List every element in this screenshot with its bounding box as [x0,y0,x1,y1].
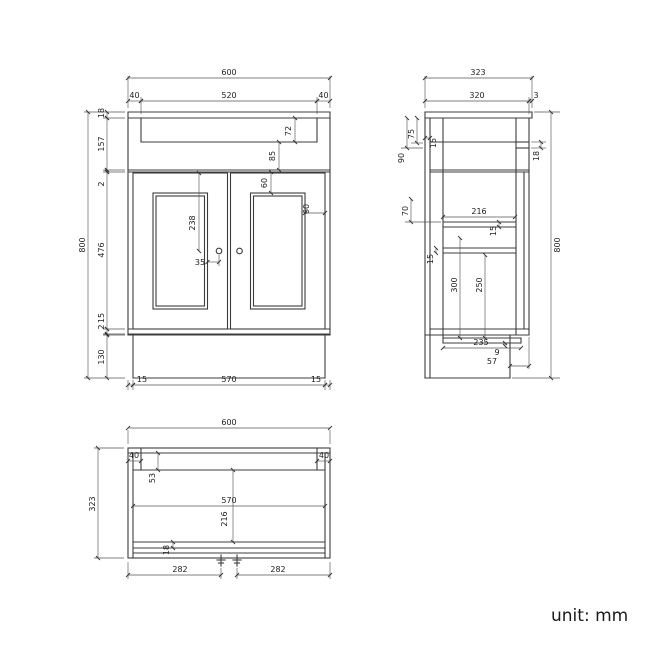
side-view: 323 320 3 800 18 75 15 90 70 216 15 15 3… [397,68,562,381]
door-handle-knob [236,247,243,255]
dim-front-gap-top: 2 [97,181,106,186]
dim-side-300: 300 [450,277,459,292]
dim-front-worktop-center: 520 [221,91,236,100]
dim-front-apron-total: 157 [97,136,106,151]
dim-side-bottom-depth: 235 [473,338,488,347]
dim-side-9: 9 [494,348,499,357]
dim-plan-basin-depth: 216 [220,511,229,526]
dim-side-250: 250 [475,277,484,292]
dim-front-handle-inset: 35 [195,258,205,267]
dim-front-plinth-height: 130 [97,349,106,364]
dim-front-handle-drop: 238 [188,215,197,230]
dim-plan-side-left: 40 [129,451,139,460]
dim-front-basin-recess: 72 [284,126,293,136]
dim-plan-overall-width: 600 [221,418,236,427]
dim-side-90: 90 [397,153,406,163]
dim-side-rail-thickness: 15 [489,226,498,236]
door-handle-plan-symbol-left [216,554,226,567]
dim-front-worktop-right: 40 [318,91,328,100]
door-handle-plan-symbol-right [232,554,242,567]
dim-side-overall-depth: 323 [470,68,485,77]
plan-cabinet-outline [127,447,331,559]
dim-side-75: 75 [407,129,416,139]
dim-plan-overall-depth: 323 [88,496,97,511]
dim-front-apron-lower: 85 [268,151,277,161]
dim-front-worktop-left: 40 [129,91,139,100]
dim-front-bottom-rail: 15 [97,313,106,323]
dim-front-worktop-thickness: 18 [97,108,106,118]
side-cabinet-outline [424,111,533,379]
dim-plan-inner-width: 570 [221,496,236,505]
dim-side-plinth-recess: 57 [487,357,497,366]
dim-side-overall-height: 800 [553,237,562,252]
dim-plan-side-right: 40 [319,451,329,460]
dim-plan-front-rail: 18 [162,545,171,555]
unit-label: unit: mm [551,606,629,626]
dim-front-overall-width: 600 [221,68,236,77]
dim-side-shelf-depth: 216 [471,207,486,216]
dim-front-door-top-rail: 60 [260,178,269,188]
front-view: 600 40 520 40 800 18 157 2 476 15 2 130 … [78,68,333,390]
dim-front-door-stile: 60 [302,204,311,214]
dim-plan-handle-right-span: 282 [270,565,285,574]
dim-front-gap-bottom: 2 [97,324,106,329]
plan-dimensions [94,425,333,579]
dim-front-plinth-width: 570 [221,375,236,384]
door-handle-knob [215,247,223,255]
dim-side-back-panel: 15 [429,138,438,148]
plan-view: 600 40 40 323 53 570 216 18 282 282 [88,418,333,579]
dim-front-plinth-inset-right: 15 [311,375,321,384]
dim-side-worktop-edge: 18 [532,151,541,161]
front-dimensions [84,75,333,390]
dim-side-70: 70 [401,206,410,216]
dim-side-shelf-thickness: 15 [426,254,435,264]
dim-side-body-depth: 320 [469,91,484,100]
dim-front-plinth-inset-left: 15 [137,375,147,384]
dim-plan-back-rail: 53 [148,473,157,483]
side-dimensions [401,75,560,381]
dim-plan-handle-left-span: 282 [172,565,187,574]
front-cabinet-outline [127,111,331,379]
dim-side-back-gap: 3 [533,91,538,100]
dim-front-overall-height: 800 [78,237,87,252]
dim-front-door-height: 476 [97,242,106,257]
